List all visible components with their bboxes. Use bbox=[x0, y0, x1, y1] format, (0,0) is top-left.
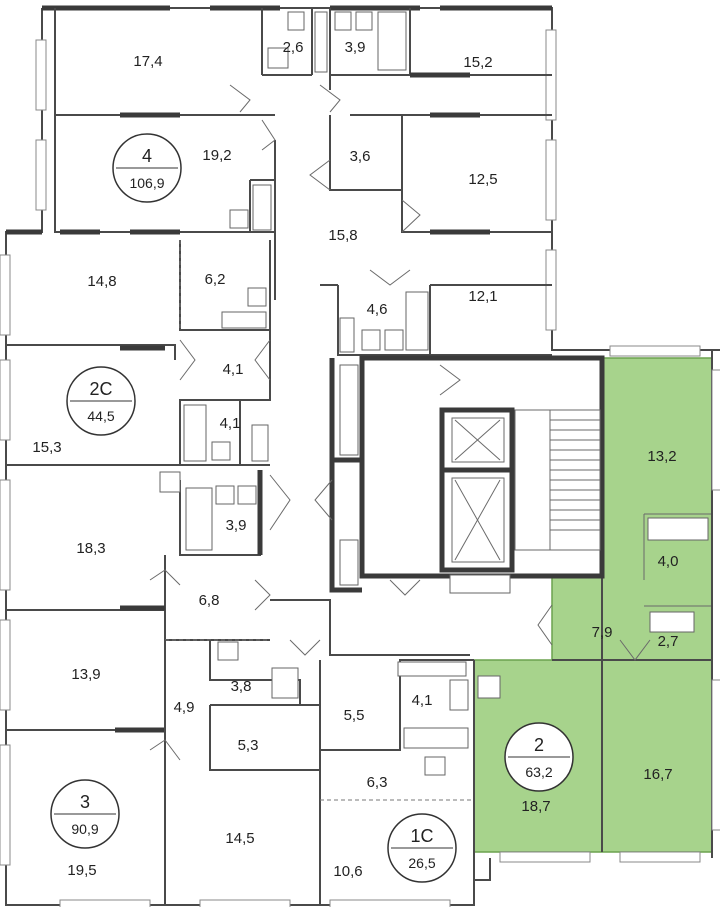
room-area-label: 13,2 bbox=[647, 448, 676, 465]
apartment-area: 106,9 bbox=[129, 175, 164, 191]
room-area-label: 2,7 bbox=[658, 633, 679, 650]
doors bbox=[149, 84, 651, 761]
apartment-number: 1С bbox=[410, 826, 433, 846]
apartment-badge-2 bbox=[504, 722, 574, 792]
room-area-label: 4,1 bbox=[412, 692, 433, 709]
room-area-label: 17,4 bbox=[133, 53, 162, 70]
room-area-label: 6,3 bbox=[367, 774, 388, 791]
apartment-badge-1c bbox=[387, 813, 457, 883]
apartment-area: 44,5 bbox=[87, 408, 114, 424]
room-area-label: 4,0 bbox=[658, 553, 679, 570]
room-area-label: 15,2 bbox=[463, 54, 492, 71]
room-area-label: 15,8 bbox=[328, 227, 357, 244]
room-area-label: 5,3 bbox=[238, 737, 259, 754]
room-area-label: 3,8 bbox=[231, 678, 252, 695]
apartment-number: 4 bbox=[142, 146, 152, 166]
room-area-label: 3,6 bbox=[350, 148, 371, 165]
room-area-label: 6,8 bbox=[199, 592, 220, 609]
apartment-badge-3 bbox=[50, 779, 120, 849]
room-area-label: 15,3 bbox=[32, 439, 61, 456]
room-area-label: 4,1 bbox=[223, 361, 244, 378]
room-area-label: 7,9 bbox=[592, 624, 613, 641]
room-area-label: 18,3 bbox=[76, 540, 105, 557]
room-area-label: 4,1 bbox=[220, 415, 241, 432]
room-area-label: 12,5 bbox=[468, 171, 497, 188]
room-area-label: 4,9 bbox=[174, 699, 195, 716]
staircase bbox=[514, 409, 601, 551]
room-area-label: 13,9 bbox=[71, 666, 100, 683]
interior-walls bbox=[6, 8, 605, 905]
apartment-badge-2c bbox=[66, 366, 136, 436]
room-area-label: 2,6 bbox=[283, 39, 304, 56]
room-area-label: 19,2 bbox=[202, 147, 231, 164]
room-area-label: 3,9 bbox=[345, 39, 366, 56]
room-area-label: 6,2 bbox=[205, 271, 226, 288]
room-area-label: 18,7 bbox=[521, 798, 550, 815]
room-area-label: 4,6 bbox=[367, 301, 388, 318]
room-area-label: 12,1 bbox=[468, 288, 497, 305]
room-area-label: 16,7 bbox=[643, 766, 672, 783]
room-area-label: 10,6 bbox=[333, 863, 362, 880]
apartment-area: 90,9 bbox=[71, 821, 98, 837]
apartment-area: 63,2 bbox=[525, 764, 552, 780]
room-area-label: 14,5 bbox=[225, 830, 254, 847]
apartment-badge-4 bbox=[112, 133, 182, 203]
apartment-number: 2 bbox=[534, 735, 544, 755]
apartment-number: 2С bbox=[89, 379, 112, 399]
room-area-label: 3,9 bbox=[226, 517, 247, 534]
apartment-number: 3 bbox=[80, 792, 90, 812]
room-area-label: 19,5 bbox=[67, 862, 96, 879]
room-area-label: 14,8 bbox=[87, 273, 116, 290]
bathroom-fixtures bbox=[159, 11, 501, 776]
room-area-label: 5,5 bbox=[344, 707, 365, 724]
apartment-area: 26,5 bbox=[408, 855, 435, 871]
